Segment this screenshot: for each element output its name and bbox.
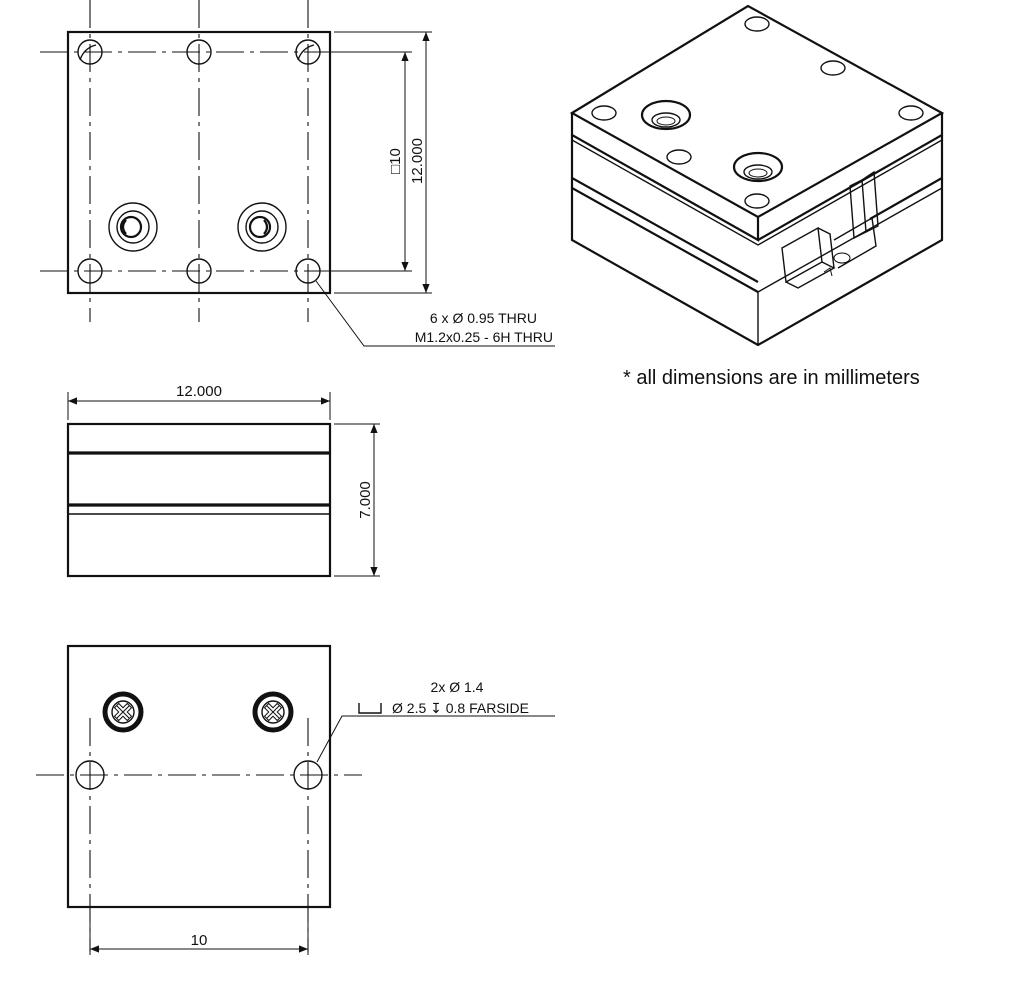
hole-callout-line2: M1.2x0.25 - 6H THRU (415, 329, 553, 345)
hole-icon (75, 760, 105, 790)
iso-top-left-side (570, 113, 760, 242)
counterbore-icon (640, 99, 692, 131)
dim-square-label: □10 (387, 148, 404, 174)
hole-icon (77, 258, 103, 284)
hole-icon (744, 193, 770, 209)
counterbore-icon (732, 151, 784, 183)
front-view-outline (66, 422, 332, 578)
hole-callout-line1: 6 x Ø 0.95 THRU (430, 310, 537, 326)
dim-width-label: 12.000 (176, 383, 222, 400)
side-clamp-icon (781, 170, 879, 289)
iso-top-face (569, 4, 945, 219)
isometric-view (569, 4, 945, 347)
iso-top-right-side (757, 113, 944, 241)
dim-height-label: 12.000 (409, 138, 426, 184)
hole-icon (186, 39, 212, 65)
counterbore-icon (108, 202, 158, 252)
units-note: * all dimensions are in millimeters (623, 367, 920, 389)
hole-icon (591, 105, 617, 121)
bottom-view-outline (66, 644, 332, 909)
bottom-callout-leader (316, 715, 555, 763)
hole-icon (186, 258, 212, 284)
top-view: □10 12.000 6 x Ø 0.95 THRU M1.2x0.25 - 6… (40, 0, 555, 347)
hole-callout-leader (315, 280, 555, 347)
hole-icon (77, 39, 103, 65)
counterbore-icon (237, 202, 287, 252)
thread-mark (79, 44, 97, 61)
bottom-view: 2x Ø 1.4 Ø 2.5 ↧ 0.8 FARSIDE 10 (36, 644, 555, 955)
dim-depth-label: 7.000 (357, 481, 374, 519)
bottom-callout-line2: Ø 2.5 ↧ 0.8 FARSIDE (392, 700, 529, 716)
hole-icon (293, 760, 323, 790)
dim-spacing-label: 10 (191, 932, 208, 949)
thread-mark (297, 44, 315, 61)
bottom-callout-line1: 2x Ø 1.4 (431, 679, 484, 695)
front-view: 12.000 7.000 (66, 383, 380, 578)
hole-icon (820, 60, 846, 76)
screw-icon (252, 691, 294, 733)
hole-icon (744, 16, 770, 32)
hole-icon (666, 149, 692, 165)
iso-bottom-plate (570, 188, 944, 347)
hole-icon (898, 105, 924, 121)
screw-icon (102, 691, 144, 733)
top-view-outline (66, 30, 332, 295)
counterbore-symbol-icon (358, 703, 382, 714)
